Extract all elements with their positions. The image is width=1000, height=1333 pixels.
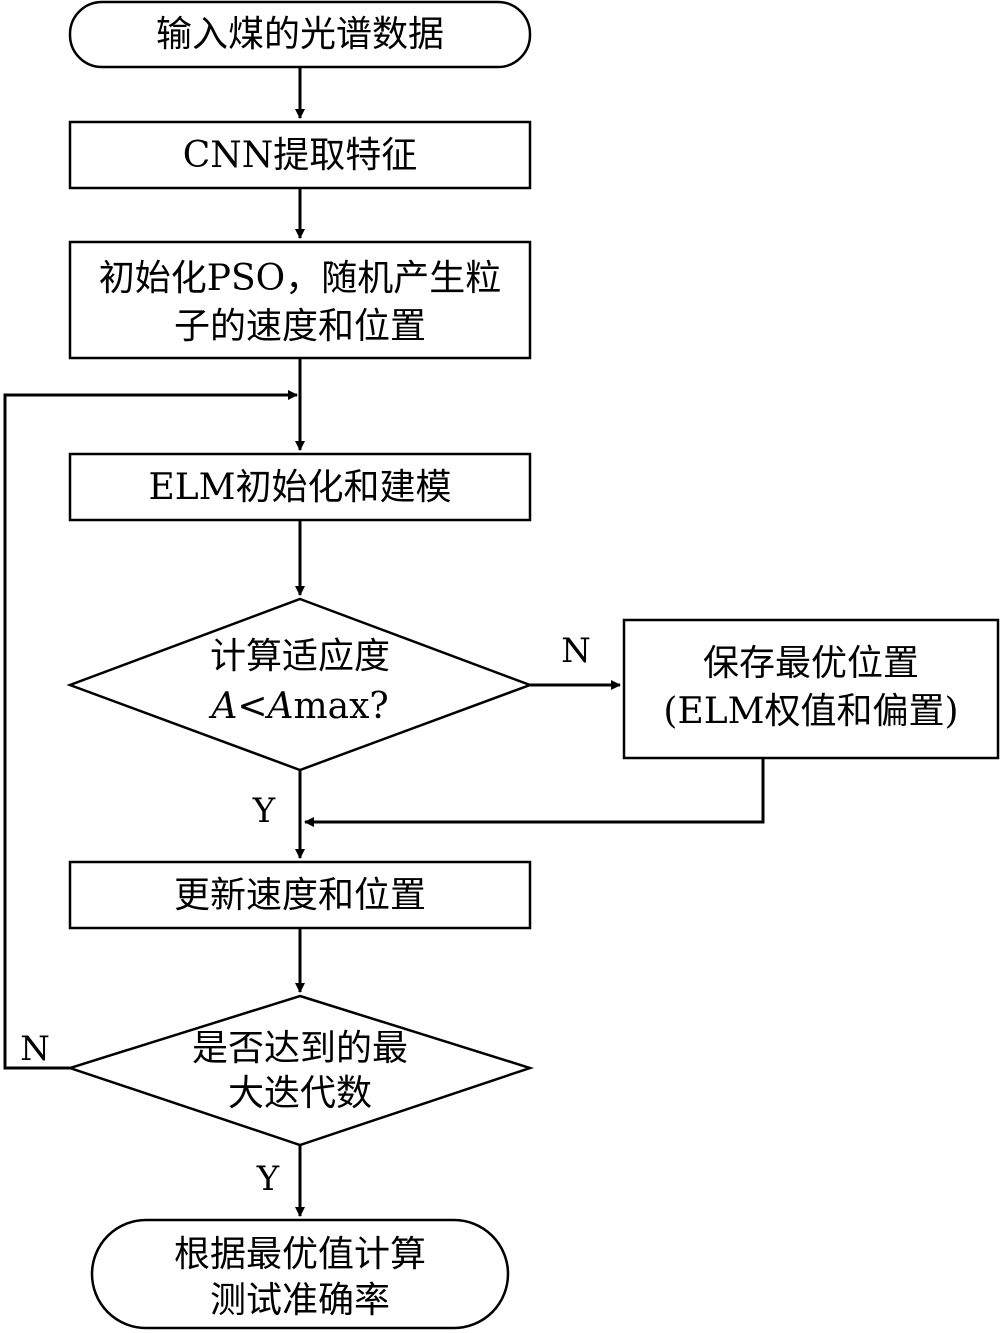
max-iter-label-line1: 是否达到的最 <box>192 1028 408 1069</box>
max-iter-label-line2: 大迭代数 <box>228 1073 372 1114</box>
arrow-save-to-merge <box>304 758 765 827</box>
save-best-label-line1: 保存最优位置 <box>703 643 919 684</box>
elm-node-label: ELM初始化和建模 <box>148 467 451 508</box>
start-node-label: 输入煤的光谱数据 <box>156 14 444 55</box>
iter-yes-label: Y <box>256 1159 280 1199</box>
update-node-label: 更新速度和位置 <box>174 875 426 916</box>
end-label-line1: 根据最优值计算 <box>174 1234 426 1275</box>
start-node: 输入煤的光谱数据 <box>68 0 532 69</box>
elm-node: ELM初始化和建模 <box>68 452 532 522</box>
end-node: 根据最优值计算 测试准确率 <box>90 1218 510 1330</box>
fitness-label-line2: A<Amax? <box>208 686 388 727</box>
fitness-tail: max? <box>293 686 388 727</box>
end-label-line2: 测试准确率 <box>210 1280 390 1321</box>
init-pso-node: 初始化PSO，随机产生粒 子的速度和位置 <box>68 240 532 360</box>
iter-no-label: N <box>20 1029 50 1069</box>
cnn-node: CNN提取特征 <box>68 120 532 190</box>
fitness-var-a2: A <box>264 686 293 727</box>
fitness-no-label: N <box>561 631 591 671</box>
arrow-iter-no-loop <box>3 390 298 1070</box>
save-best-label-line2: (ELM权值和偏置) <box>663 691 958 732</box>
connectors <box>3 67 765 1217</box>
cnn-node-label: CNN提取特征 <box>183 135 418 176</box>
fitness-label-line1: 计算适应度 <box>210 636 390 677</box>
fitness-var-a: A <box>208 686 237 727</box>
fitness-decision: 计算适应度 A<Amax? <box>66 597 534 772</box>
init-pso-label-line1: 初始化PSO，随机产生粒 <box>99 258 501 299</box>
fitness-yes-label: Y <box>252 791 276 831</box>
fitness-lt: < <box>237 686 267 727</box>
update-node: 更新速度和位置 <box>68 860 532 930</box>
max-iter-decision: 是否达到的最 大迭代数 <box>65 994 535 1147</box>
init-pso-label-line2: 子的速度和位置 <box>174 306 426 347</box>
save-best-node: 保存最优位置 (ELM权值和偏置) <box>622 618 1000 760</box>
